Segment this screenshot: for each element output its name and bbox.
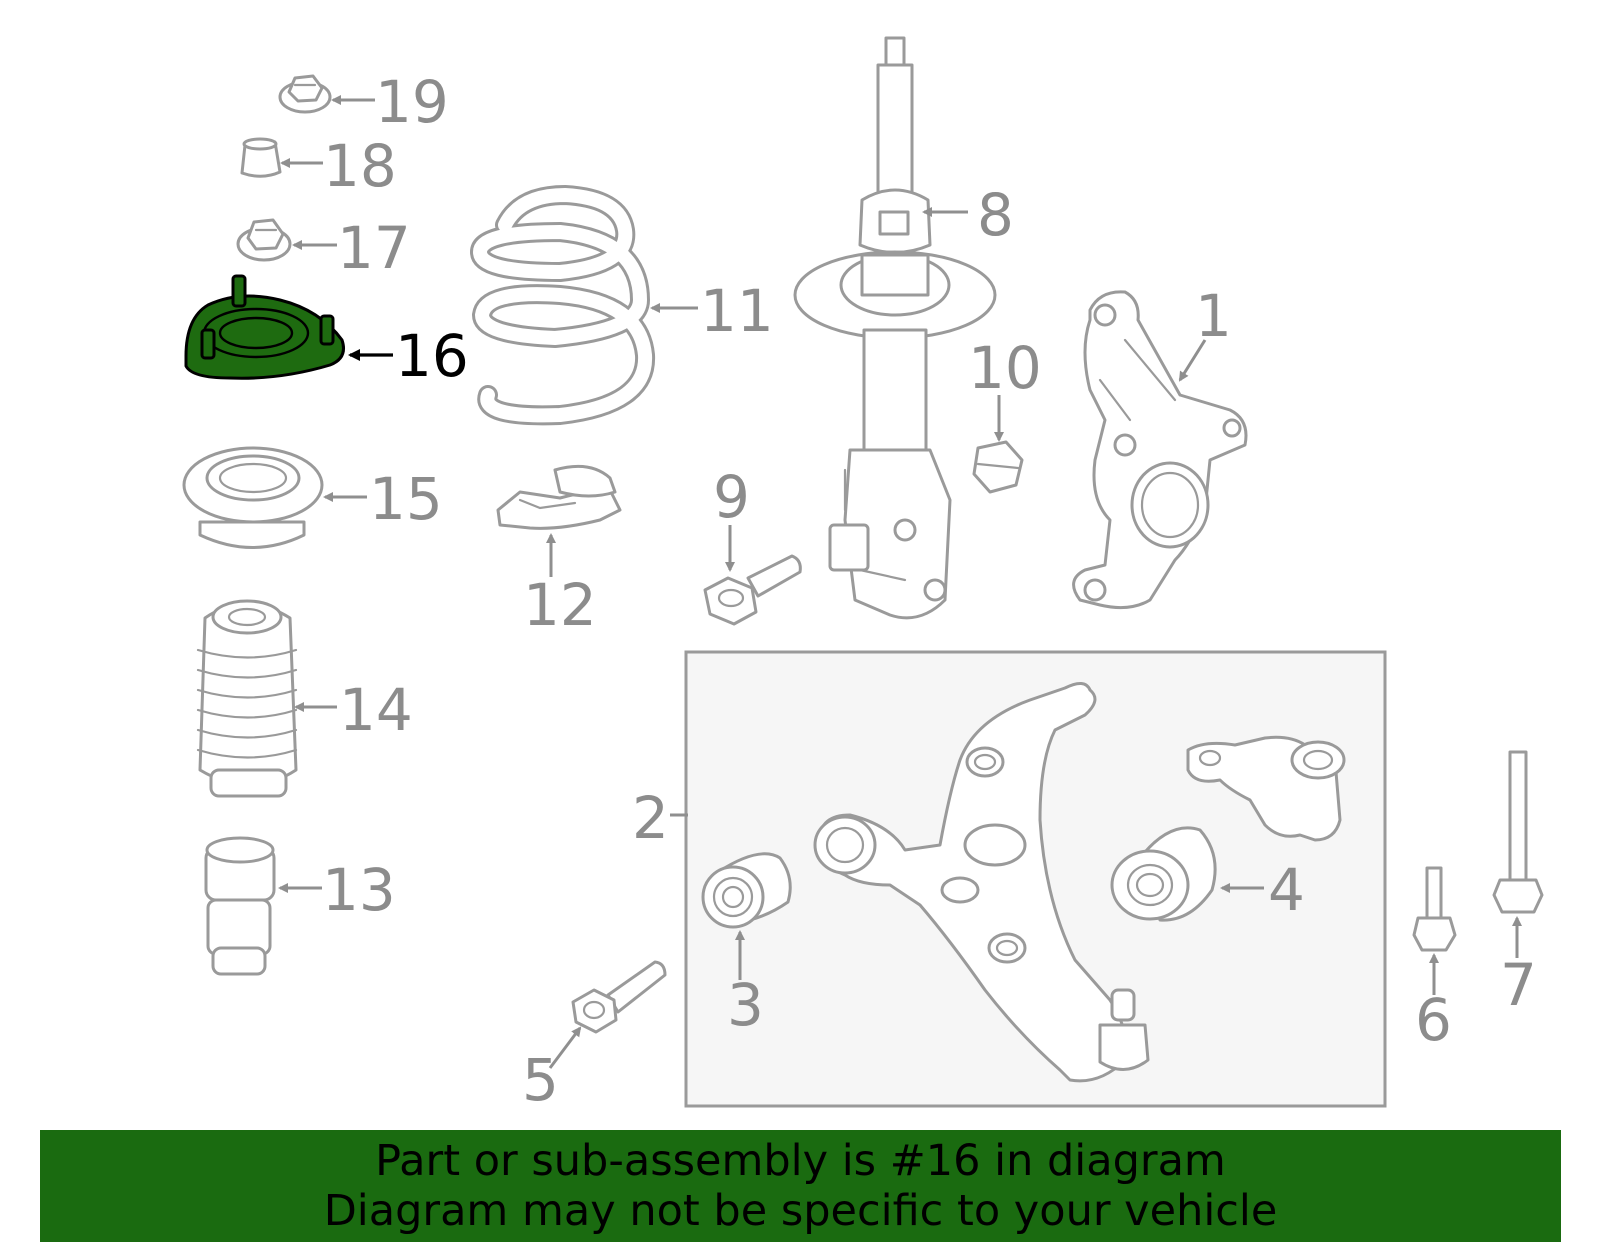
- part-9-bolt[interactable]: [703, 554, 802, 626]
- part-19-nut[interactable]: [278, 74, 332, 114]
- callout-10: 10: [968, 334, 1042, 402]
- part-10-nut[interactable]: [972, 440, 1024, 494]
- callout-5: 5: [522, 1046, 559, 1114]
- part-14-dust-boot[interactable]: [196, 599, 298, 798]
- part-11-coil-spring[interactable]: [469, 184, 656, 426]
- callout-11: 11: [700, 277, 774, 345]
- leader-1: [1178, 339, 1207, 382]
- part-1-knuckle[interactable]: [1072, 290, 1248, 610]
- callout-15: 15: [369, 465, 443, 533]
- info-banner: Part or sub-assembly is #16 in diagram D…: [40, 1130, 1561, 1242]
- callout-18: 18: [323, 132, 397, 200]
- callout-8: 8: [977, 181, 1014, 249]
- callout-16: 16: [395, 322, 469, 390]
- callout-1: 1: [1195, 282, 1232, 350]
- part-16-strut-mount[interactable]: [184, 274, 345, 380]
- banner-line-disclaimer: Diagram may not be specific to your vehi…: [323, 1186, 1278, 1236]
- part-5-bolt[interactable]: [571, 960, 667, 1034]
- part-15-spring-seat[interactable]: [182, 446, 324, 549]
- callout-17: 17: [337, 214, 411, 282]
- part-4-bushing[interactable]: [1110, 826, 1217, 922]
- callout-19: 19: [375, 68, 449, 136]
- leader-5: [548, 1026, 582, 1069]
- part-2-lower-control-arm[interactable]: [813, 682, 1150, 1083]
- part-8-strut[interactable]: [793, 36, 997, 620]
- callout-6: 6: [1415, 986, 1452, 1054]
- callout-7: 7: [1500, 951, 1537, 1019]
- rear-bushing-bracket[interactable]: [1186, 735, 1346, 842]
- callout-4: 4: [1268, 856, 1305, 924]
- part-12-spring-insulator[interactable]: [496, 464, 622, 530]
- part-18-bushing[interactable]: [240, 137, 282, 178]
- callout-9: 9: [713, 463, 750, 531]
- callout-2: 2: [632, 784, 669, 852]
- callout-13: 13: [322, 856, 396, 924]
- banner-line-part: Part or sub-assembly is #16 in diagram: [375, 1136, 1226, 1186]
- part-3-bushing[interactable]: [701, 852, 792, 929]
- part-6-bolt[interactable]: [1412, 866, 1457, 952]
- part-7-long-bolt[interactable]: [1492, 750, 1544, 914]
- callout-12: 12: [523, 571, 597, 639]
- part-17-nut[interactable]: [236, 218, 292, 262]
- part-13-bump-stop[interactable]: [204, 836, 276, 976]
- callout-3: 3: [727, 971, 764, 1039]
- callout-14: 14: [339, 676, 413, 744]
